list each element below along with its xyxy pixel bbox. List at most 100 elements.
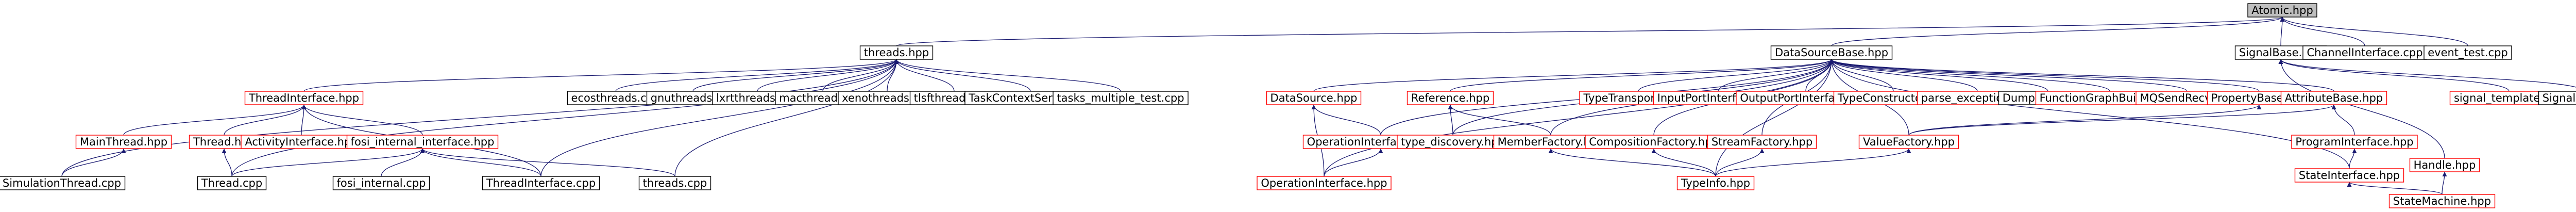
node-simulationthread[interactable]: SimulationThread.cpp xyxy=(0,176,126,190)
node-box xyxy=(332,176,430,190)
edge-ecosthreads-to-threads_hpp xyxy=(615,59,899,92)
node-tasks_multiple_test[interactable]: tasks_multiple_test.cpp xyxy=(1053,91,1189,105)
edge-signalbase-to-root xyxy=(2280,17,2285,46)
edge-thread_cpp-to-fosi_internal_interface xyxy=(231,148,425,177)
node-label: event_test.cpp xyxy=(2428,46,2508,59)
node-box xyxy=(1266,91,1362,105)
node-box xyxy=(241,135,362,149)
node-label: ThreadInterface.hpp xyxy=(248,92,359,104)
node-box xyxy=(346,135,499,149)
edge-gnuthreads-to-threads_hpp xyxy=(692,59,899,92)
edge-simulationthread-to-mainthread xyxy=(61,148,126,177)
node-programinterface[interactable]: ProgramInterface.hpp xyxy=(2291,135,2418,149)
node-type_discovery[interactable]: type_discovery.hpp xyxy=(1397,135,1509,149)
edge-fosi_internal_interface-to-threadinterface_hpp xyxy=(301,104,423,136)
edge-operationinterface-to-datasourcebase xyxy=(1324,59,1834,177)
edge-thread_hpp-to-threadinterface_hpp xyxy=(224,104,307,136)
edge-type_discovery-to-reference_hpp xyxy=(1448,104,1453,136)
node-threadinterface_cpp[interactable]: ThreadInterface.cpp xyxy=(482,176,600,190)
edge-typeinfo-to-valuefactory xyxy=(1715,148,1911,177)
node-streamfactory[interactable]: StreamFactory.hpp xyxy=(1707,135,1817,149)
node-activityinterface[interactable]: ActivityInterface.hpp xyxy=(241,135,362,149)
edge-tlsfthreads-to-threads_hpp xyxy=(894,59,955,92)
node-fosi_internal_interface[interactable]: fosi_internal_interface.hpp xyxy=(346,135,499,149)
node-label: fosi_internal_interface.hpp xyxy=(351,136,495,149)
node-label: StateMachine.hpp xyxy=(2393,195,2491,207)
edge-dumpobject-to-datasourcebase xyxy=(1829,59,2048,92)
node-handle_hpp[interactable]: Handle.hpp xyxy=(2409,158,2480,172)
node-label: OperationInterface.hpp xyxy=(1261,177,1387,189)
edge-typeinfo-to-memberfactory xyxy=(1548,148,1716,177)
node-operationinterface[interactable]: OperationInterface.hpp xyxy=(1257,176,1392,190)
node-mainthread[interactable]: MainThread.hpp xyxy=(75,135,172,149)
node-threads_hpp[interactable]: threads.hpp xyxy=(859,45,934,60)
edge-reference_hpp-to-datasourcebase xyxy=(1450,59,1834,92)
node-box xyxy=(2291,135,2418,149)
node-fosi_internal[interactable]: fosi_internal.cpp xyxy=(332,176,430,190)
node-reference_hpp[interactable]: Reference.hpp xyxy=(1406,91,1494,105)
node-box xyxy=(1770,45,1893,60)
node-box xyxy=(0,176,126,190)
node-threads_cpp[interactable]: threads.cpp xyxy=(638,176,711,190)
node-box xyxy=(1707,135,1817,149)
node-box xyxy=(1858,135,1959,149)
node-label: TypeInfo.hpp xyxy=(1681,177,1750,189)
node-datasource_hpp[interactable]: DataSource.hpp xyxy=(1266,91,1362,105)
node-box xyxy=(1053,91,1189,105)
edge-tasks_multiple_test-to-threads_hpp xyxy=(894,59,1121,92)
node-statemachine[interactable]: StateMachine.hpp xyxy=(2388,194,2496,208)
edge-valuefactory-to-attributebase xyxy=(1908,104,2336,136)
node-signalbase_cpp[interactable]: SignalBase.cpp xyxy=(2538,91,2576,105)
edge-typeinfo-to-datasourcebase xyxy=(1715,59,1834,177)
node-box xyxy=(2280,91,2387,105)
edge-typeinfo-to-streamfactory xyxy=(1715,148,1765,177)
node-box xyxy=(1257,176,1392,190)
node-datasourcebase[interactable]: DataSourceBase.hpp xyxy=(1770,45,1893,60)
node-label: ChannelInterface.cpp xyxy=(2307,46,2422,59)
edge-lxrtthreads-to-threads_hpp xyxy=(757,59,899,92)
node-label: StateInterface.hpp xyxy=(2299,169,2400,182)
node-label: Reference.hpp xyxy=(1411,92,1489,104)
edge-statemachine-to-stateinterface xyxy=(2347,182,2443,195)
edge-operationinterface-to-operationinterfacepart xyxy=(1324,148,1383,177)
edge-signal_template-to-signalbase xyxy=(2278,59,2510,92)
node-label: StreamFactory.hpp xyxy=(1711,136,1812,148)
edge-mqsenderbase-to-datasourcebase xyxy=(1829,59,2188,92)
node-box xyxy=(75,135,172,149)
edge-statemachine-to-handle_hpp xyxy=(2442,171,2447,195)
node-event_test[interactable]: event_test.cpp xyxy=(2424,45,2512,60)
edge-typeconstructor-to-datasourcebase xyxy=(1829,59,1894,92)
node-channelinterface[interactable]: ChannelInterface.cpp xyxy=(2302,45,2427,60)
node-root[interactable]: Atomic.hpp xyxy=(2247,3,2317,18)
node-label: SignalBase.cpp xyxy=(2543,92,2576,104)
edge-attributebase-to-datasourcebase xyxy=(1829,59,2334,92)
node-valuefactory[interactable]: ValueFactory.hpp xyxy=(1858,135,1959,149)
node-label: SimulationThread.cpp xyxy=(3,177,121,189)
node-thread_cpp[interactable]: Thread.cpp xyxy=(197,176,267,190)
node-typeinfo[interactable]: TypeInfo.hpp xyxy=(1676,176,1755,190)
edge-thread_cpp-to-threads_hpp xyxy=(231,59,899,177)
edge-threadinterface_cpp-to-threads_hpp xyxy=(540,59,899,177)
node-label: type_discovery.hpp xyxy=(1401,136,1505,149)
node-box xyxy=(2409,158,2480,172)
edge-threadinterface_cpp-to-fosi_internal_interface xyxy=(420,148,541,177)
node-box xyxy=(1406,91,1494,105)
edges-layer xyxy=(61,17,2576,195)
edge-handle_hpp-to-signalbase xyxy=(2278,59,2445,159)
node-label: Atomic.hpp xyxy=(2251,4,2313,17)
node-box xyxy=(638,176,711,190)
node-attributebase[interactable]: AttributeBase.hpp xyxy=(2280,91,2387,105)
node-label: Thread.cpp xyxy=(201,177,262,189)
edge-valuefactory-to-propertybase xyxy=(1908,104,2262,136)
edge-programinterface-to-attributebase xyxy=(2331,104,2355,136)
edge-thread_cpp-to-thread_hpp xyxy=(222,148,232,177)
node-stateinterface[interactable]: StateInterface.hpp xyxy=(2294,168,2404,183)
edge-typeinfo-to-compositionfactory xyxy=(1651,148,1716,177)
node-box xyxy=(1585,135,1723,149)
node-threadinterface_hpp[interactable]: ThreadInterface.hpp xyxy=(244,91,364,105)
edge-threads_cpp-to-fosi_internal_interface xyxy=(420,148,675,177)
node-compositionfactory[interactable]: CompositionFactory.hpp xyxy=(1585,135,1723,149)
edge-stateinterface-to-programinterface xyxy=(2349,148,2357,169)
edge-threads_cpp-to-threads_hpp xyxy=(674,59,899,177)
